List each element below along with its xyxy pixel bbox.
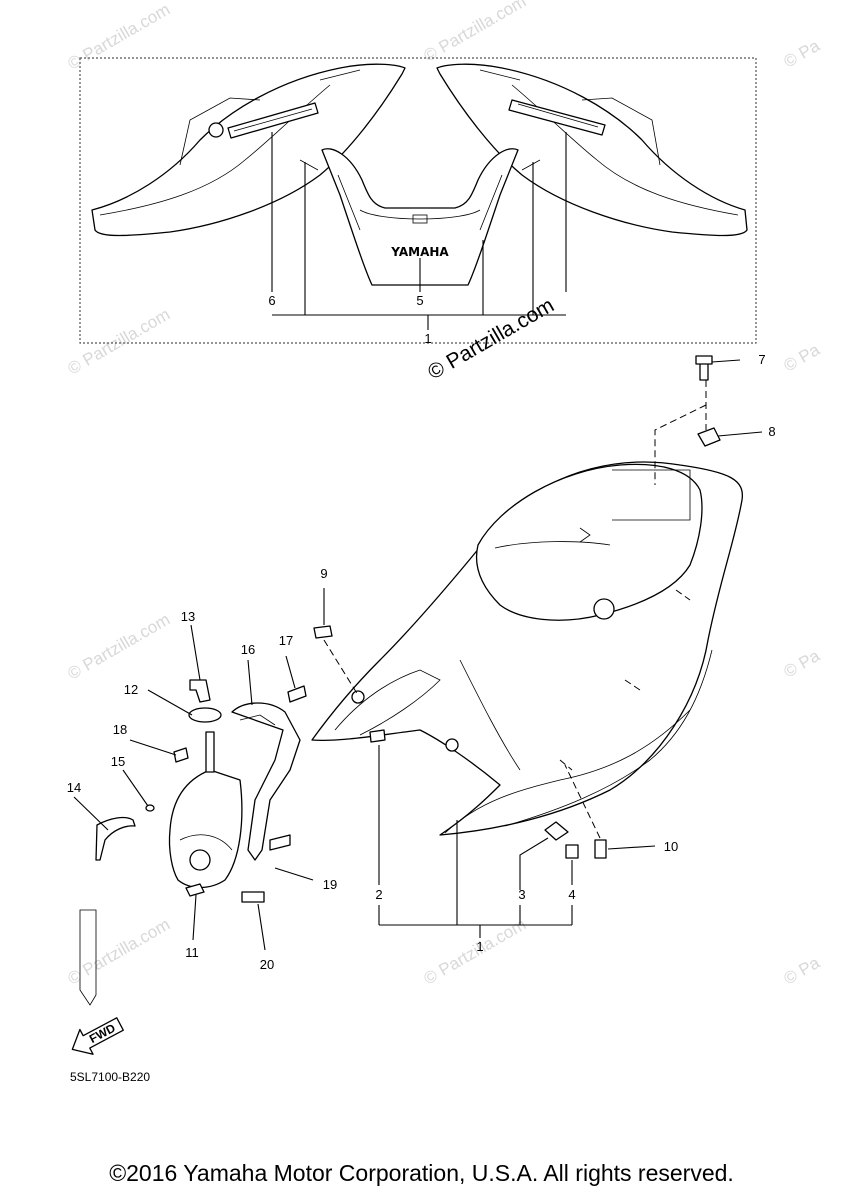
watermark: © Pa (781, 953, 824, 989)
watermark: © Partzilla.com (65, 915, 174, 989)
watermark: © Pa (781, 36, 824, 72)
grommet-9 (313, 625, 333, 639)
leader-lines-top (271, 132, 567, 330)
watermark: © Partzilla.com (421, 0, 530, 65)
seat-cowl-assembly (311, 461, 743, 841)
watermark: © Partzilla.com (65, 610, 174, 684)
callout-16: 16 (241, 642, 255, 657)
callout-6: 6 (268, 293, 275, 308)
watermark: © Pa (781, 646, 824, 682)
bolt-10 (594, 839, 607, 859)
side-cowl-right (436, 63, 748, 237)
leader-lines-lower (73, 359, 763, 951)
callout-11: 11 (185, 945, 199, 960)
copyright-notice: ©2016 Yamaha Motor Corporation, U.S.A. A… (109, 1160, 734, 1186)
bolt-20 (241, 891, 265, 903)
callout-9: 9 (320, 566, 327, 581)
callout-14: 14 (67, 780, 81, 795)
callout-19: 19 (323, 877, 337, 892)
callout-2: 2 (375, 887, 382, 902)
callout-5: 5 (416, 293, 423, 308)
callout-15: 15 (111, 754, 125, 769)
partzilla-stamp: © Partzilla.com (424, 294, 558, 385)
bracket-assembly (231, 702, 301, 861)
callout-4: 4 (568, 887, 575, 902)
callout-1-top: 1 (424, 331, 431, 346)
callout-7: 7 (758, 352, 765, 367)
forward-arrow-icon: FWD (71, 1017, 124, 1055)
yamaha-logo: YAMAHA (390, 245, 449, 259)
reservoir-tank (145, 679, 243, 897)
side-cowl-left (91, 63, 406, 237)
callout-17: 17 (279, 633, 293, 648)
watermark: © Partzilla.com (65, 0, 174, 73)
screw-7 (695, 355, 713, 381)
callout-20: 20 (260, 957, 274, 972)
callout-10: 10 (664, 839, 678, 854)
callout-1-bottom: 1 (476, 939, 483, 954)
collar-2 (369, 729, 386, 743)
watermark: © Partzilla.com (421, 915, 530, 989)
rear-center-cowl: YAMAHA (321, 148, 519, 286)
callout-12: 12 (124, 682, 138, 697)
nut-4 (565, 844, 579, 859)
assembly-frame (79, 57, 757, 344)
nut-8 (697, 427, 721, 447)
callout-18: 18 (113, 722, 127, 737)
callout-8: 8 (768, 424, 775, 439)
callout-3: 3 (518, 887, 525, 902)
diagram-code: 5SL7100-B220 (70, 1070, 150, 1084)
watermark: © Partzilla.com (65, 305, 174, 379)
watermark: © Pa (781, 340, 824, 376)
bolt-17 (287, 685, 307, 703)
callout-13: 13 (181, 609, 195, 624)
